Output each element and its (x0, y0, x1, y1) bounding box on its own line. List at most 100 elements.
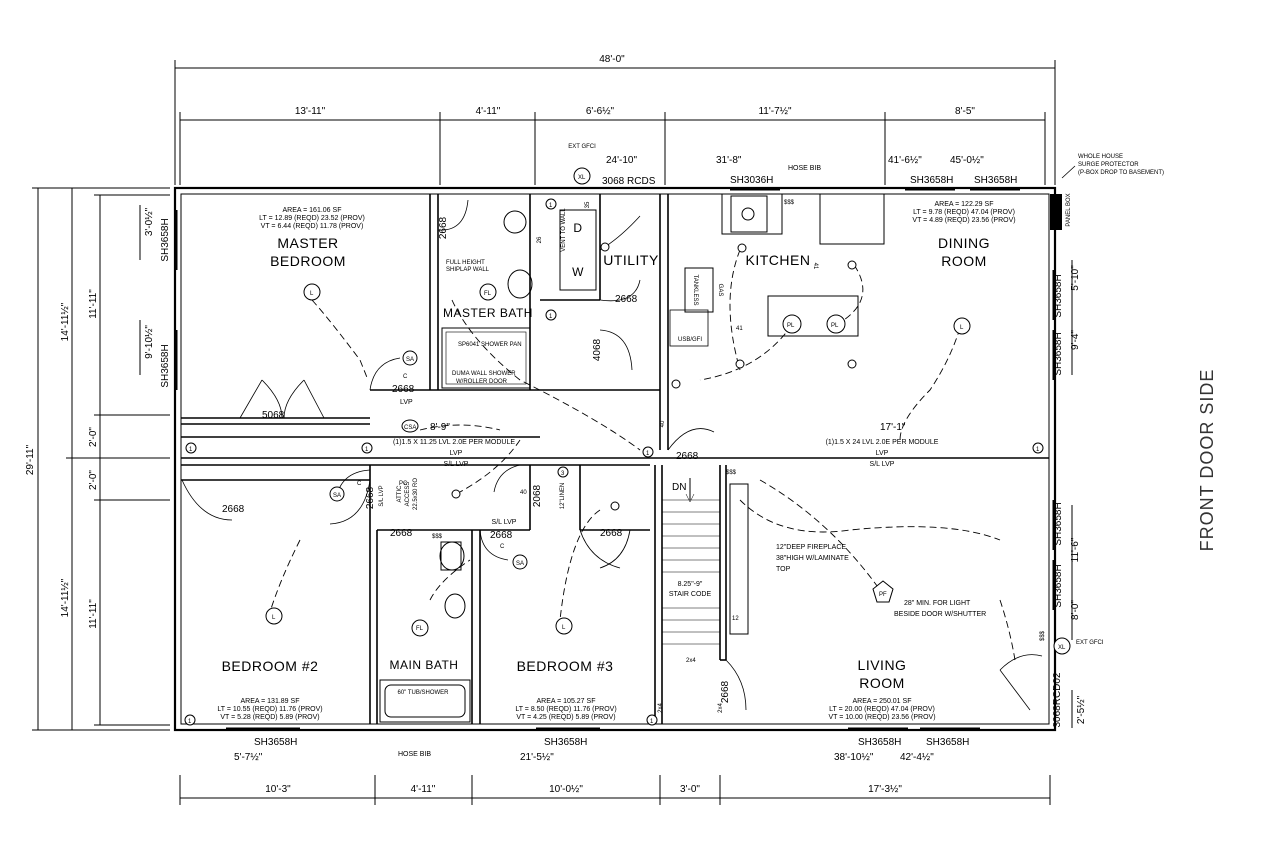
led-icon (735, 359, 745, 369)
light-fixture-icon (265, 607, 283, 625)
sl-lvp-mid: S/L LVP (492, 519, 517, 526)
attic-3: 22.5x30 RO (413, 478, 419, 510)
surge-3: (P-BOX DROP TO BASEMENT) (1078, 170, 1164, 176)
front-door-side: FRONT DOOR SIDE (1197, 369, 1217, 552)
shiplap: SHIPLAP WALL (446, 267, 490, 273)
room-master-bedroom-1: MASTER (277, 235, 338, 251)
symbol-fl: FL (416, 626, 424, 632)
symbol-csa: CSA (404, 425, 416, 431)
usb-gfi: USB/GFI (678, 337, 702, 343)
sh3658h-bottom-1: SH3658H (254, 737, 297, 748)
sh3658h-top-b: SH3658H (974, 175, 1017, 186)
overall-width: 48'-0" (599, 54, 625, 65)
sh3658h-left-top: SH3658H (160, 218, 171, 261)
dim-9-10: 9'-10½" (144, 325, 155, 359)
hose-bib-bottom: HOSE BIB (398, 751, 431, 758)
dim-12: 12 (732, 616, 739, 622)
sh3658h-bottom-4: SH3658H (926, 737, 969, 748)
beam-right: (1)1.5 X 24 LVL 2.0E PER MODULE (826, 439, 939, 446)
switch-node-icon (1032, 442, 1044, 454)
switches-2: $$$ (784, 200, 795, 206)
c-left: C (403, 374, 408, 380)
door-2668-mbr: 2668 (392, 384, 415, 395)
bedroom2-vt: VT = 5.28 (REQD) 5.89 (PROV) (220, 714, 319, 721)
dim-40a: 40 (520, 490, 527, 496)
switch-node-icon (545, 198, 557, 210)
sh3658h-right-2: SH3658H (1053, 332, 1064, 375)
dim-35: 35 (585, 201, 591, 208)
symbol-l-1: L (310, 291, 314, 297)
dim-17-1: 17'-1" (880, 422, 906, 433)
switches-1: $$$ (432, 534, 443, 540)
switch-node-icon (185, 442, 197, 454)
surge-2: SURGE PROTECTOR (1078, 162, 1139, 168)
surge-1: WHOLE HOUSE (1078, 154, 1123, 160)
room-dining-1: DINING (938, 235, 990, 251)
panel-box-label: PANEL BOX (1066, 193, 1072, 226)
attic-2: ACCESS (405, 482, 411, 507)
door-2068: 2068 (532, 484, 543, 507)
left-inner-lower: 11'-11" (88, 599, 99, 629)
sh3658h-bottom-3: SH3658H (858, 737, 901, 748)
fireplace-3: TOP (776, 566, 791, 573)
dim-26: 26 (537, 236, 543, 243)
led-icon (847, 260, 857, 270)
stair-dn: DN (672, 482, 686, 493)
duma-2: W/ROLLER DOOR (456, 379, 508, 385)
min-light-2: BESIDE DOOR W/SHUTTER (894, 611, 986, 618)
shower-pan: SP6041 SHOWER PAN (458, 342, 522, 348)
led-icon (451, 489, 461, 499)
dining-area: AREA = 122.29 SF (935, 201, 994, 208)
lvp-beam-left: LVP (450, 450, 463, 457)
fan-icon (872, 580, 894, 603)
light-fixture-icon (826, 314, 846, 334)
symbol-l-2: L (960, 325, 964, 331)
symbol-fl-2: FL (484, 291, 492, 297)
duma-1: DUMA WALL SHOWER (452, 371, 516, 377)
top-dim-1: 13'-11" (295, 106, 326, 117)
door-2668-mb: 2668 (438, 216, 449, 239)
light-fixture-icon (782, 314, 802, 334)
room-bedroom-3: BEDROOM #3 (517, 658, 614, 674)
switch-node-icon (184, 714, 196, 726)
bedroom3-lt: LT = 8.50 (REQD) 11.76 (PROV) (515, 706, 616, 713)
left-inner-upper: 11'-11" (88, 289, 99, 319)
symbol-l-4: L (562, 625, 566, 631)
door-2668-mid: 2668 (490, 530, 513, 541)
tankless: TANKLESS (692, 275, 698, 306)
symbol-one-1: 1 (189, 447, 193, 453)
symbol-xl-2: XL (1058, 645, 1066, 651)
symbol-one-3: 1 (646, 451, 650, 457)
ext-gfci-right: EXT GFCI (1076, 640, 1104, 646)
full-height: FULL HEIGHT (446, 260, 485, 266)
light-fixture-icon (573, 167, 591, 185)
bedroom3-vt: VT = 4.25 (REQD) 5.89 (PROV) (516, 714, 615, 721)
dim-40b: 40 (660, 420, 666, 427)
fireplace-2: 38"HIGH W/LAMINATE (776, 555, 849, 562)
rcds-3068: 3068 RCDS (602, 176, 656, 187)
room-utility: UTILITY (603, 252, 659, 268)
symbol-l-3: L (272, 615, 276, 621)
symbol-three: 3 (561, 471, 565, 477)
light-fixture-icon (411, 619, 429, 637)
symbol-one-7: 1 (188, 719, 192, 725)
sl-lvp-b2: S/L LVP (379, 485, 385, 506)
door-4068: 4068 (592, 338, 603, 361)
door-2668-b2: 2668 (222, 504, 245, 515)
dim-42-4: 42'-4½" (900, 752, 934, 763)
sh3658h-top-a: SH3658H (910, 175, 953, 186)
hose-bib-top: HOSE BIB (788, 165, 821, 172)
symbol-xl-1: XL (578, 175, 586, 181)
led-icon (847, 359, 857, 369)
sh3658h-right-3: SH3658H (1053, 502, 1064, 545)
switch-node-icon (361, 442, 373, 454)
room-living-1: LIVING (858, 657, 907, 673)
living-lt: LT = 20.00 (REQD) 47.04 (PROV) (829, 706, 935, 713)
sh3658h-bottom-2: SH3658H (544, 737, 587, 748)
switch-node-icon (642, 446, 654, 458)
led-icon (737, 243, 747, 253)
master-bedroom-lt: LT = 12.89 (REQD) 23.52 (PROV) (259, 215, 365, 222)
left-dim-lower: 14'-11½" (60, 578, 71, 617)
panel-box (1050, 194, 1062, 230)
